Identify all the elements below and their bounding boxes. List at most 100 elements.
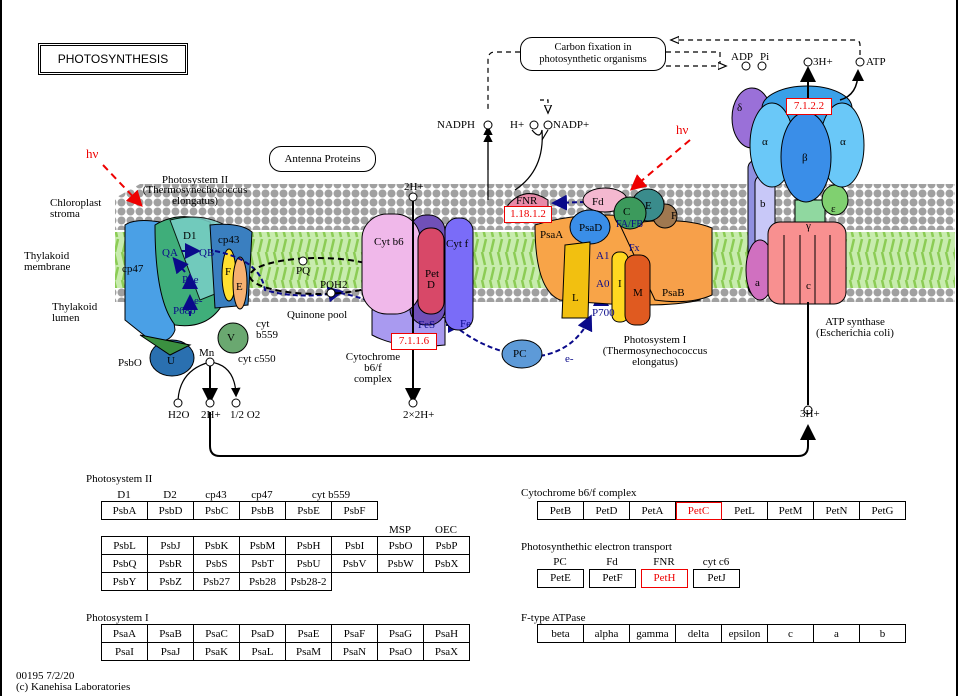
h-plus-label[interactable]: H+ xyxy=(510,119,525,131)
adp-label[interactable]: ADP xyxy=(731,51,754,63)
nadp-label[interactable]: NADP+ xyxy=(553,119,590,131)
gene-box[interactable]: PsbJ xyxy=(147,536,194,555)
gene-box[interactable]: c xyxy=(767,624,814,643)
epsilon-subunit[interactable]: ε xyxy=(831,203,836,215)
gene-box[interactable]: gamma xyxy=(629,624,676,643)
gene-box[interactable]: PsaH xyxy=(423,624,470,643)
alpha-subunit[interactable]: α xyxy=(840,136,846,148)
carbon-fixation-link[interactable]: Carbon fixation in photosynthetic organi… xyxy=(520,37,666,71)
c-subunit[interactable]: c xyxy=(806,280,811,292)
antenna-proteins-link[interactable]: Antenna Proteins xyxy=(269,146,376,172)
h-plus-label[interactable]: 2×2H+ xyxy=(403,409,435,421)
gene-box[interactable]: Psb28 xyxy=(239,572,286,591)
gene-box[interactable]: PsaF xyxy=(331,624,378,643)
beta-subunit[interactable]: β xyxy=(802,152,808,164)
gene-box[interactable]: PetG xyxy=(859,501,906,520)
gene-box[interactable]: PsaM xyxy=(285,642,332,661)
gene-box[interactable]: PsbV xyxy=(331,554,378,573)
fnr-label[interactable]: FNR xyxy=(516,195,538,207)
gene-box[interactable]: PetM xyxy=(767,501,814,520)
h-plus-label[interactable]: 2H+ xyxy=(201,409,221,421)
gene-box[interactable]: PetN xyxy=(813,501,860,520)
alpha-subunit[interactable]: α xyxy=(762,136,768,148)
gene-box[interactable]: PsbE xyxy=(285,501,332,520)
gene-box[interactable]: PsbL xyxy=(101,536,148,555)
gene-box[interactable]: PsbH xyxy=(285,536,332,555)
petd-label[interactable]: D xyxy=(427,279,435,291)
gene-box[interactable]: PsbY xyxy=(101,572,148,591)
gene-box[interactable]: PetE xyxy=(537,569,584,588)
petd-label[interactable]: Pet xyxy=(425,268,440,280)
pqh2-label[interactable]: PQH2 xyxy=(320,279,348,291)
gene-box[interactable]: PsbZ xyxy=(147,572,194,591)
ec-7-1-1-6[interactable]: 7.1.1.6 xyxy=(391,333,437,350)
cyt-b6-label[interactable]: Cyt b6 xyxy=(374,236,404,248)
gene-box[interactable]: PsbI xyxy=(331,536,378,555)
gene-box[interactable]: PetD xyxy=(583,501,630,520)
h-plus-label[interactable]: 3H+ xyxy=(800,408,820,420)
oxygen-label[interactable]: 1/2 O2 xyxy=(230,409,261,421)
delta-subunit[interactable]: δ xyxy=(737,102,743,114)
h-plus-label[interactable]: 3H+ xyxy=(813,56,833,68)
cp43-label[interactable]: cp43 xyxy=(218,234,240,246)
psab-label[interactable]: PsaB xyxy=(662,287,685,299)
gene-box[interactable]: PsaC xyxy=(193,624,240,643)
psaa-label[interactable]: PsaA xyxy=(540,229,564,241)
gene-box[interactable]: PetA xyxy=(629,501,676,520)
d1-label[interactable]: D1 xyxy=(183,230,197,242)
gene-box[interactable]: PetL xyxy=(721,501,768,520)
gene-box[interactable]: Psb28-2 xyxy=(285,572,332,591)
psae-label[interactable]: E xyxy=(645,200,652,212)
gene-box[interactable]: PsaG xyxy=(377,624,424,643)
gene-box[interactable]: PetJ xyxy=(693,569,740,588)
gene-box[interactable]: PsbT xyxy=(239,554,286,573)
psam-label[interactable]: M xyxy=(633,287,643,299)
ec-1-18-1-2[interactable]: 1.18.1.2 xyxy=(504,206,552,223)
psbf-label[interactable]: F xyxy=(225,266,232,278)
a-subunit[interactable]: a xyxy=(755,277,760,289)
gene-box[interactable]: PsbB xyxy=(239,501,286,520)
gene-box[interactable]: PsaL xyxy=(239,642,286,661)
pc-label[interactable]: PC xyxy=(513,348,527,360)
psbe-label[interactable]: E xyxy=(236,281,243,293)
ec-7-1-2-2[interactable]: 7.1.2.2 xyxy=(786,98,832,115)
gene-box[interactable]: PsbR xyxy=(147,554,194,573)
psai-label[interactable]: I xyxy=(618,278,622,290)
fd-label[interactable]: Fd xyxy=(592,196,604,208)
psbo-label[interactable]: PsbO xyxy=(118,357,142,369)
h-plus-label[interactable]: 2H+ xyxy=(404,181,424,193)
psbu-label[interactable]: U xyxy=(167,355,175,367)
gene-box[interactable]: PsbW xyxy=(377,554,424,573)
gene-box[interactable]: PsaB xyxy=(147,624,194,643)
gene-box[interactable]: Psb27 xyxy=(193,572,240,591)
psac-label[interactable]: C xyxy=(623,206,631,218)
gene-box[interactable]: PsbC xyxy=(193,501,240,520)
gene-box[interactable]: PetH xyxy=(641,569,688,588)
gene-box[interactable]: PetC xyxy=(675,501,722,520)
gene-box[interactable]: PsaA xyxy=(101,624,148,643)
gene-box[interactable]: epsilon xyxy=(721,624,768,643)
gene-box[interactable]: PsaI xyxy=(101,642,148,661)
gene-box[interactable]: delta xyxy=(675,624,722,643)
gene-box[interactable]: PsaK xyxy=(193,642,240,661)
gene-box[interactable]: b xyxy=(859,624,906,643)
gene-box[interactable]: PsbS xyxy=(193,554,240,573)
gene-box[interactable]: PsbP xyxy=(423,536,470,555)
pi-label[interactable]: Pi xyxy=(760,51,770,63)
cyt-f-label[interactable]: Cyt f xyxy=(446,238,469,250)
gene-box[interactable]: PsbO xyxy=(377,536,424,555)
gene-box[interactable]: PetF xyxy=(589,569,636,588)
cp47-label[interactable]: cp47 xyxy=(122,263,144,275)
atp-label[interactable]: ATP xyxy=(866,56,886,68)
gene-box[interactable]: PsaO xyxy=(377,642,424,661)
gene-box[interactable]: alpha xyxy=(583,624,630,643)
gene-box[interactable]: beta xyxy=(537,624,584,643)
h2o-label[interactable]: H2O xyxy=(168,409,190,421)
gene-box[interactable]: PsaJ xyxy=(147,642,194,661)
pq-label[interactable]: PQ xyxy=(296,265,311,277)
gene-box[interactable]: PsbQ xyxy=(101,554,148,573)
nadph-label[interactable]: NADPH xyxy=(437,119,475,131)
gene-box[interactable]: PetB xyxy=(537,501,584,520)
gene-box[interactable]: PsbX xyxy=(423,554,470,573)
gene-box[interactable]: PsbK xyxy=(193,536,240,555)
